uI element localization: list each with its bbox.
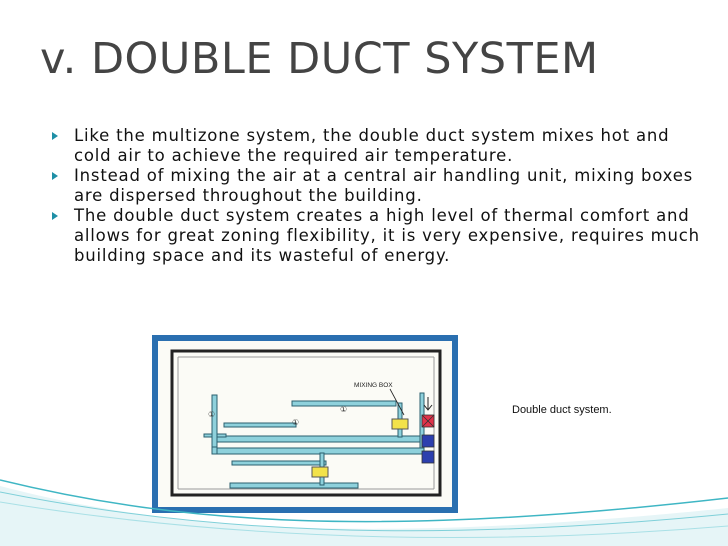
wave-line — [0, 491, 728, 532]
lower-short-duct — [231, 460, 327, 466]
mixing-box-leader — [389, 388, 405, 416]
mixing-box-lower — [311, 466, 329, 478]
main-return-duct — [211, 447, 425, 455]
left-vertical-duct — [211, 394, 218, 448]
building-outline — [170, 349, 442, 497]
bullet-text: The double duct system creates a high le… — [74, 206, 700, 265]
decorative-waves — [0, 479, 728, 546]
zone-marker: ① — [208, 410, 215, 419]
bullet-item: Instead of mixing the air at a central a… — [52, 166, 702, 206]
cold-air-unit — [421, 434, 435, 448]
wave-line — [0, 479, 728, 523]
bullet-arrow-icon — [52, 172, 58, 180]
bullet-list: Like the multizone system, the double du… — [52, 126, 702, 266]
bullet-item: Like the multizone system, the double du… — [52, 126, 702, 166]
left-upper-duct — [223, 422, 297, 428]
mixing-box-upper — [391, 418, 409, 430]
bullet-item: The double duct system creates a high le… — [52, 206, 702, 266]
bullet-arrow-icon — [52, 212, 58, 220]
double-duct-diagram: MIXING BOX ① ① ① — [152, 335, 458, 513]
upper-branch-duct — [291, 400, 397, 407]
main-supply-duct — [211, 435, 425, 443]
bullet-text: Instead of mixing the air at a central a… — [74, 166, 694, 205]
return-air-unit — [421, 450, 435, 464]
zone-marker: ① — [340, 405, 347, 414]
mixing-box-label: MIXING BOX — [354, 382, 393, 389]
airflow-arrow-icon — [423, 397, 433, 411]
lower-branch-duct — [229, 482, 359, 489]
duct-diagram-drawing: MIXING BOX ① ① ① — [158, 341, 452, 507]
slide-title: v. DOUBLE DUCT SYSTEM — [40, 34, 599, 84]
zone-marker: ① — [292, 418, 299, 427]
bullet-text: Like the multizone system, the double du… — [74, 126, 670, 165]
wave-line — [0, 501, 728, 539]
bullet-arrow-icon — [52, 132, 58, 140]
figure-caption: Double duct system. — [512, 404, 612, 416]
wave-fill — [0, 486, 728, 546]
